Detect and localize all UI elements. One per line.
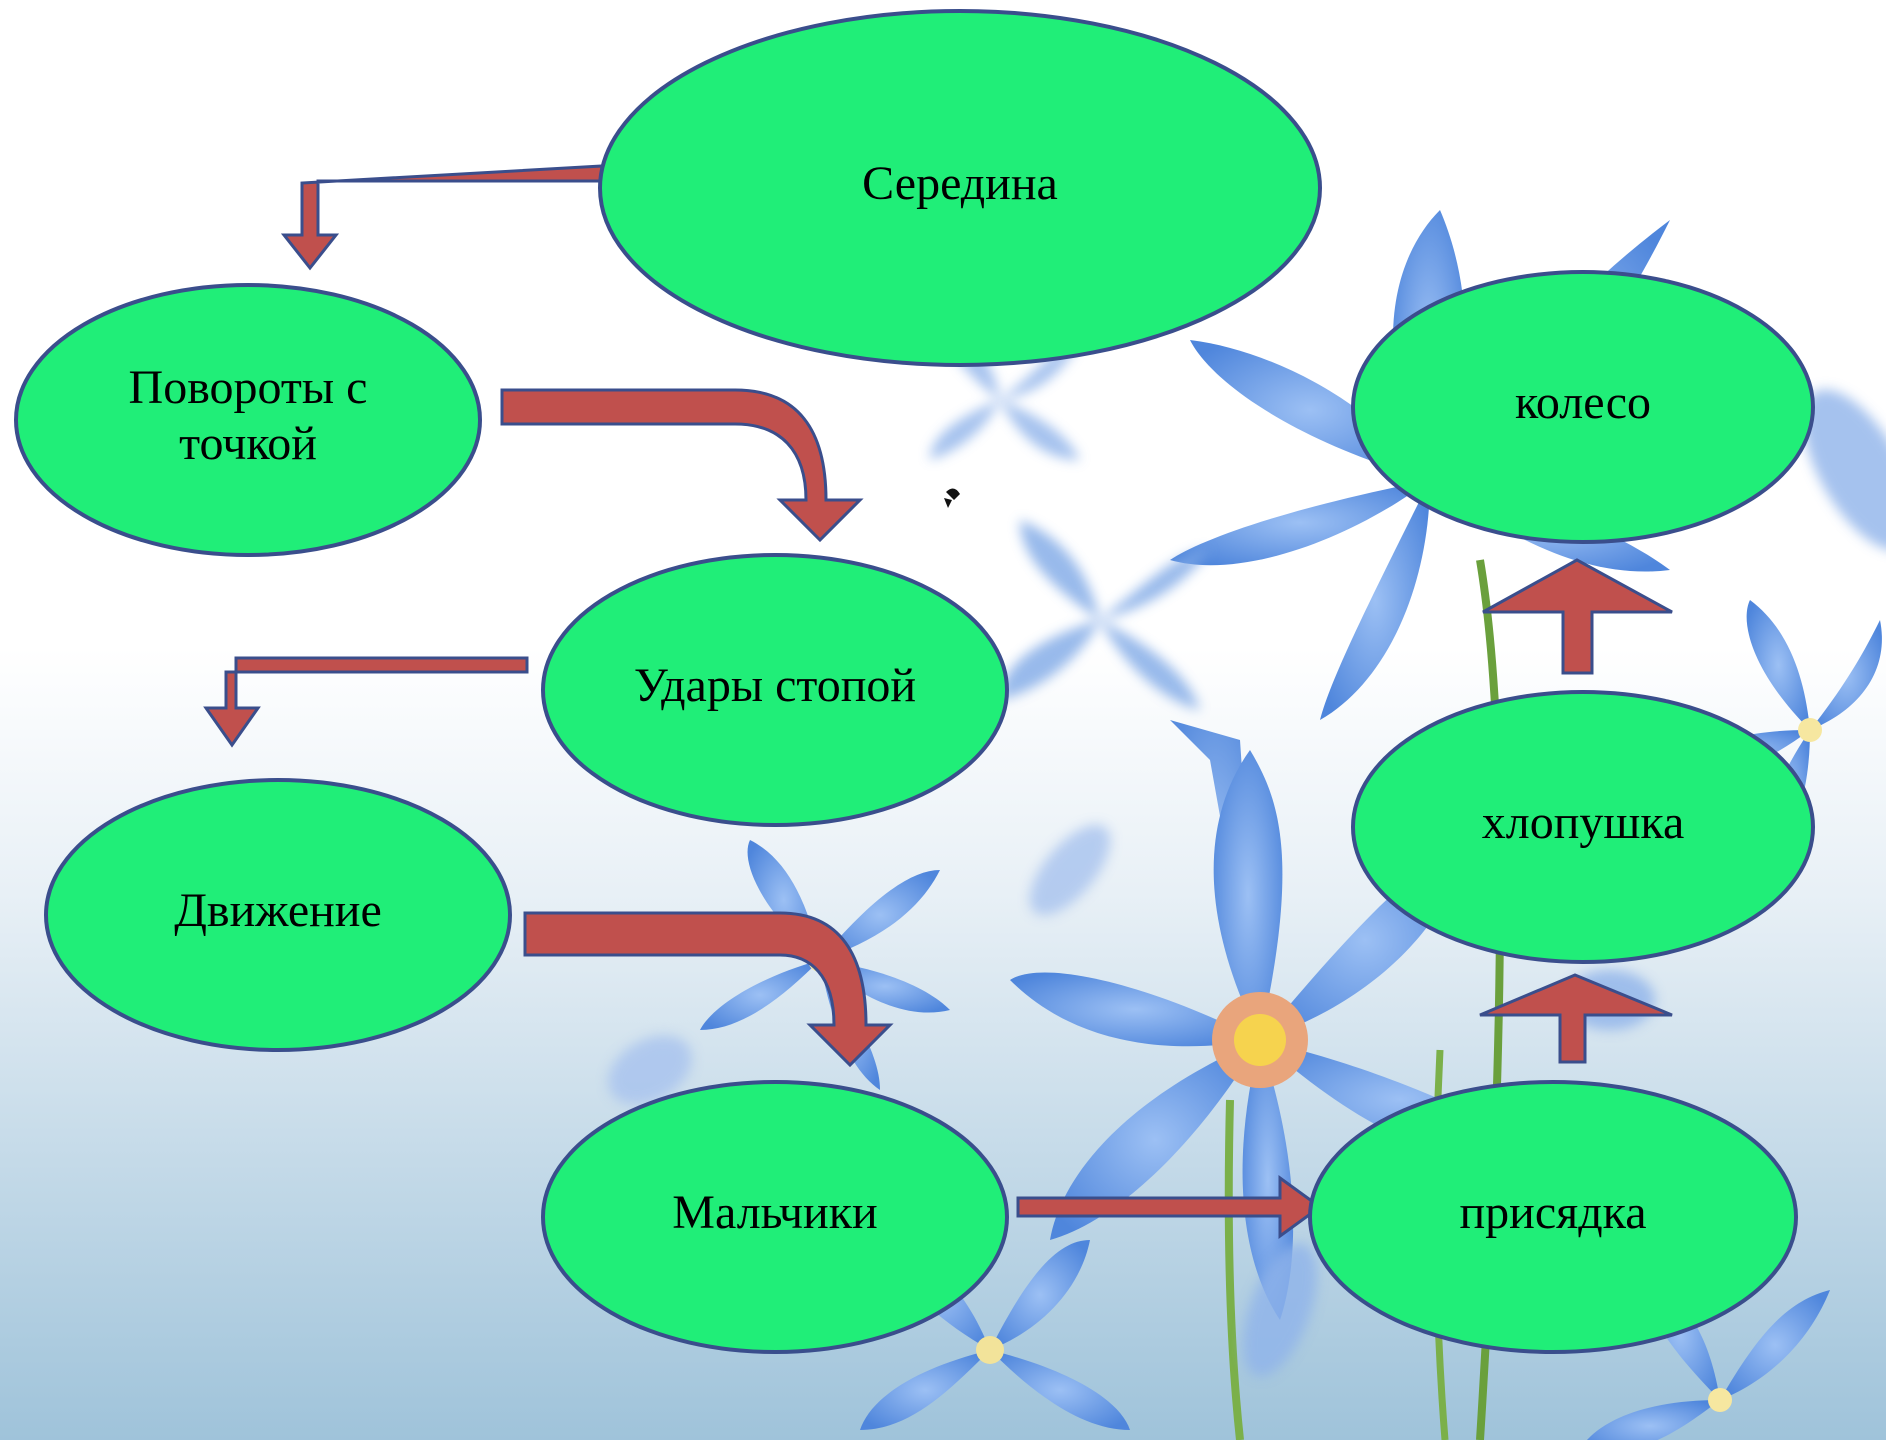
arrow-seredina-povoroty <box>280 164 604 271</box>
arrow-khlopushka-koleso <box>1482 558 1673 675</box>
node-udary: Удары стопой <box>541 553 1009 827</box>
arrow-dvizhenie-malchiki <box>523 911 894 1068</box>
node-label: точкой <box>179 417 317 470</box>
node-ellipse <box>44 778 512 1052</box>
node-label: Движение <box>174 884 382 937</box>
node-label: присядка <box>1459 1186 1646 1239</box>
node-ellipse <box>541 1080 1009 1354</box>
arrow-malchiki-prisyadka <box>1016 1175 1323 1239</box>
node-malchiki: Мальчики <box>541 1080 1009 1354</box>
small-mark <box>944 488 960 508</box>
node-label: Удары стопой <box>634 659 916 712</box>
arrow-povoroty-udary <box>500 388 864 543</box>
node-ellipse <box>14 283 482 557</box>
node-ellipse <box>598 9 1322 367</box>
node-ellipse <box>1308 1080 1798 1354</box>
node-label: Мальчики <box>672 1186 877 1239</box>
node-ellipse <box>1351 270 1815 544</box>
node-label: Повороты с <box>129 361 368 414</box>
node-prisyadka: присядка <box>1308 1080 1798 1354</box>
arrow-udary-dvizhenie <box>203 656 529 748</box>
node-label: колесо <box>1515 376 1651 429</box>
arrows-layer <box>203 164 1673 1239</box>
node-ellipse <box>1351 690 1815 964</box>
node-label: Середина <box>862 157 1058 210</box>
node-dvizhenie: Движение <box>44 778 512 1052</box>
node-ellipse <box>541 553 1009 827</box>
node-seredina: Середина <box>598 9 1322 367</box>
arrow-prisyadka-khlopushka <box>1479 973 1673 1064</box>
node-koleso: колесо <box>1351 270 1815 544</box>
node-label: хлопушка <box>1482 796 1685 849</box>
node-khlopushka: хлопушка <box>1351 690 1815 964</box>
